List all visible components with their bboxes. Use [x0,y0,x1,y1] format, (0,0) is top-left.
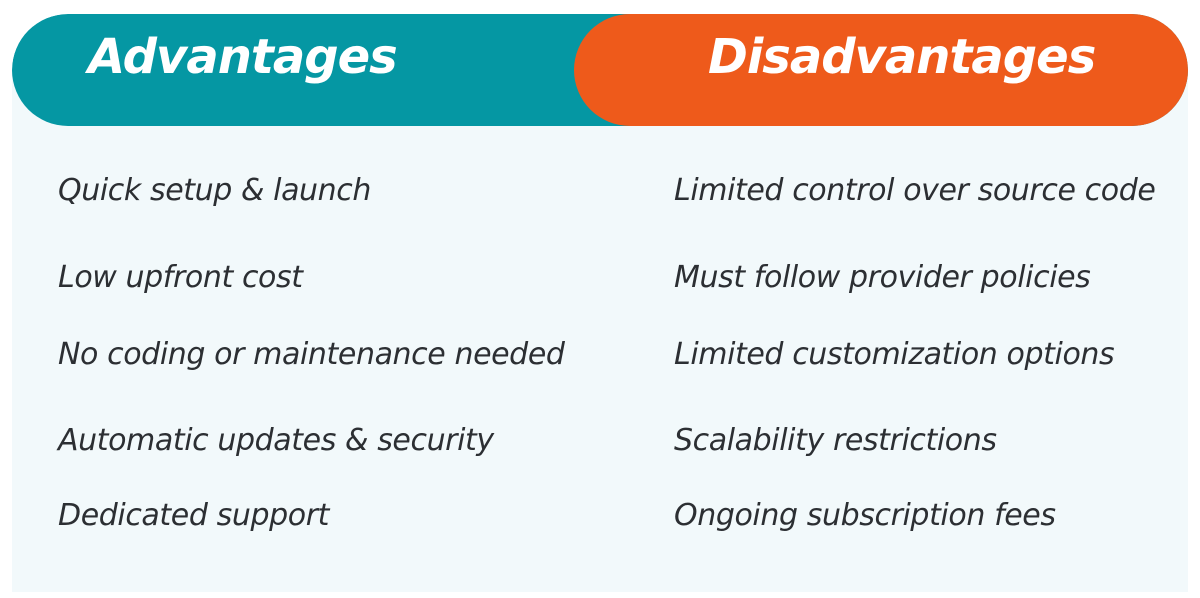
disadvantage-item: Limited customization options [674,337,1115,372]
disadvantage-item: Limited control over source code [674,173,1156,208]
disadvantage-item: Must follow provider policies [674,260,1091,295]
disadvantages-title: Disadvantages [708,29,1096,85]
advantage-item: Automatic updates & security [58,423,494,458]
advantages-title: Advantages [88,29,398,85]
advantage-item: Quick setup & launch [58,173,371,208]
disadvantages-header [574,14,1188,126]
disadvantage-item: Scalability restrictions [674,423,997,458]
comparison-card [12,14,1188,592]
advantage-item: No coding or maintenance needed [58,337,565,372]
disadvantage-item: Ongoing subscription fees [674,498,1056,533]
advantage-item: Low upfront cost [58,260,303,295]
advantage-item: Dedicated support [58,498,329,533]
